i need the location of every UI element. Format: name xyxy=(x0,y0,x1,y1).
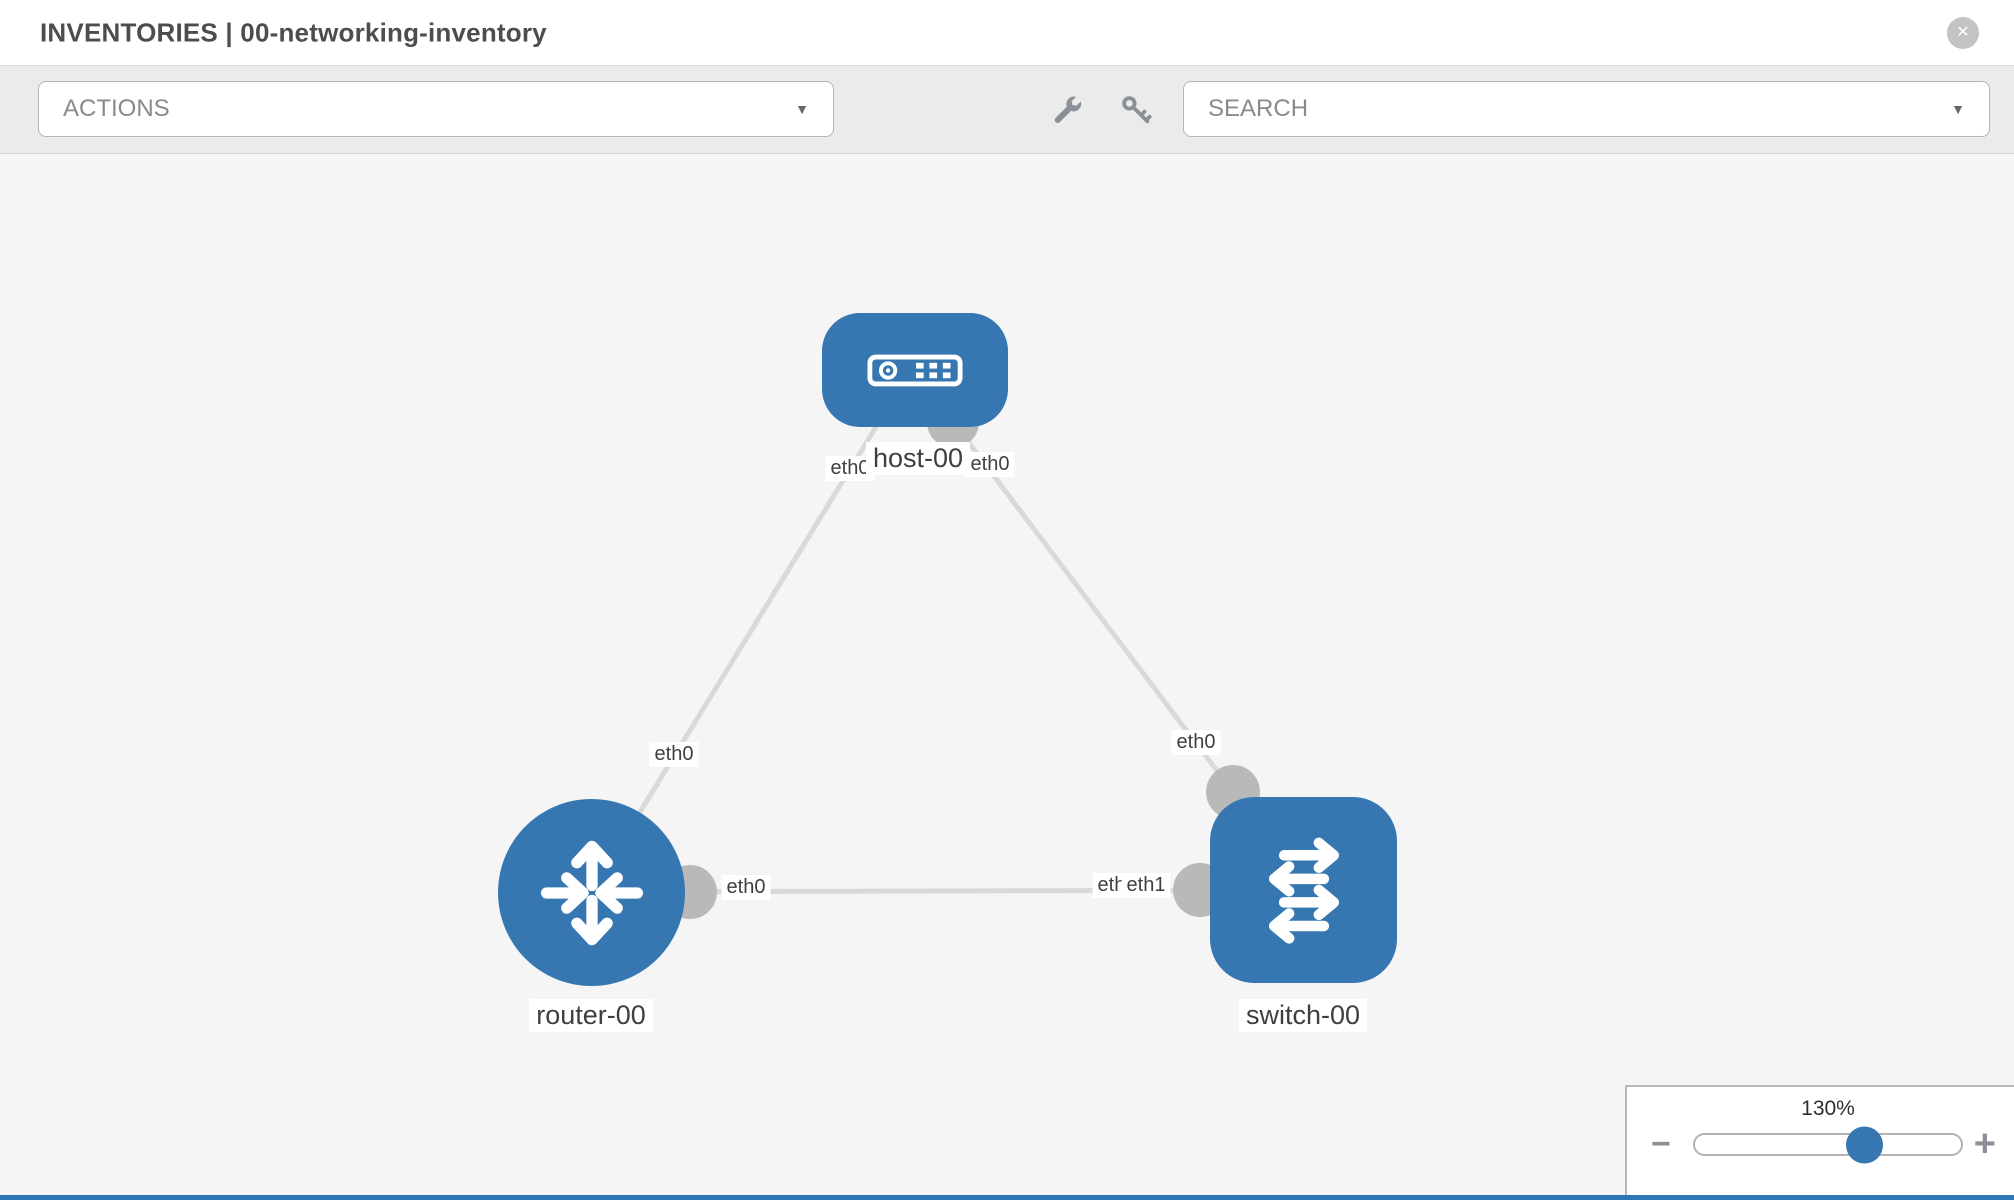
interface-label: eth0 xyxy=(721,875,771,900)
switch-label: switch-00 xyxy=(1238,999,1368,1032)
wrench-icon[interactable] xyxy=(1050,93,1084,127)
interface-label: eth0 xyxy=(965,452,1015,477)
toolbar: ACTIONS ▼ SEARCH ▼ xyxy=(0,66,2014,154)
actions-dropdown-label: ACTIONS xyxy=(63,95,170,122)
host-node[interactable] xyxy=(822,313,1008,427)
links-layer xyxy=(588,396,1304,919)
zoom-in-button[interactable]: + xyxy=(1974,1125,1996,1163)
zoom-level: 130% xyxy=(1801,1097,1855,1120)
host-device-icon xyxy=(867,354,963,386)
chevron-down-icon: ▼ xyxy=(1951,101,1965,117)
minus-icon: − xyxy=(1651,1125,1671,1163)
search-dropdown[interactable]: SEARCH ▼ xyxy=(1183,81,1990,137)
zoom-slider-thumb[interactable] xyxy=(1846,1126,1884,1163)
zoom-slider[interactable] xyxy=(1693,1126,1963,1163)
zoom-out-button[interactable]: − xyxy=(1651,1127,1671,1161)
router-label: router-00 xyxy=(529,999,653,1032)
close-icon: ✕ xyxy=(1956,24,1970,41)
switch-node[interactable] xyxy=(1210,797,1397,983)
router-arrows-icon xyxy=(540,840,643,945)
interface-label: eth1 xyxy=(1121,873,1171,898)
page-title: INVENTORIES | 00-networking-inventory xyxy=(40,17,547,47)
plus-icon: + xyxy=(1973,1123,1996,1165)
modal-header: INVENTORIES | 00-networking-inventory ✕ xyxy=(0,0,2014,66)
zoom-panel: 130% − + xyxy=(1625,1085,2014,1200)
search-placeholder: SEARCH xyxy=(1208,95,1309,122)
router-node[interactable] xyxy=(498,799,685,986)
interface-label: eth0 xyxy=(1171,730,1221,755)
chevron-down-icon: ▼ xyxy=(795,101,809,117)
topology-canvas[interactable]: eth0 eth0 eth0 eth0 eth0 eth0 eth1 host-… xyxy=(0,154,2014,1200)
switch-arrows-icon xyxy=(1268,837,1339,944)
bottom-bar xyxy=(0,1195,2014,1200)
host-label: host-00 xyxy=(865,442,971,475)
interface-label: eth0 xyxy=(649,742,699,767)
actions-dropdown[interactable]: ACTIONS ▼ xyxy=(38,81,834,137)
key-icon[interactable] xyxy=(1119,93,1153,127)
close-button[interactable]: ✕ xyxy=(1947,17,1979,49)
link-host-router[interactable] xyxy=(588,402,893,894)
